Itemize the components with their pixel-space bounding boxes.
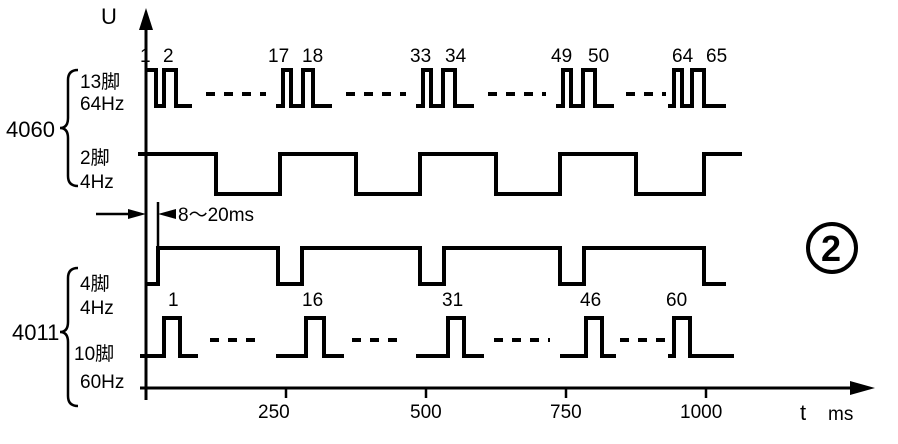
pulse13-label-50: 50 bbox=[588, 46, 609, 67]
pin10-freq: 60Hz bbox=[80, 372, 124, 393]
pin4-freq: 4Hz bbox=[80, 298, 114, 319]
pin4-name: 4脚 bbox=[80, 273, 110, 295]
y-axis-label: U bbox=[101, 4, 117, 29]
x-axis-arrow-icon bbox=[850, 381, 875, 395]
x-tick-label-500: 500 bbox=[410, 402, 442, 423]
pulse13-label-65: 65 bbox=[706, 46, 727, 67]
pulse10-label-31: 31 bbox=[442, 290, 463, 311]
delay-arrow-right-icon bbox=[158, 209, 176, 219]
y-axis-arrow-icon bbox=[139, 8, 153, 30]
group-4060-label: 4060 bbox=[6, 117, 55, 142]
pin13-freq: 64Hz bbox=[80, 94, 124, 115]
pin10-name: 10脚 bbox=[74, 343, 114, 365]
figure-number-circle bbox=[806, 222, 858, 274]
pulse13-label-18: 18 bbox=[302, 46, 323, 67]
wave-pin10-group3 bbox=[416, 316, 484, 358]
x-tick-label-1000: 1000 bbox=[680, 402, 722, 423]
wave-pin13-group2 bbox=[276, 68, 332, 108]
wave-pin4 bbox=[146, 246, 726, 286]
wave-pin13-group1 bbox=[146, 68, 192, 108]
brace-4011 bbox=[59, 266, 79, 408]
pin13-name: 13脚 bbox=[80, 71, 120, 93]
x-axis-label: t bbox=[800, 400, 806, 425]
pulse13-label-2: 2 bbox=[163, 46, 174, 67]
wave-pin10-group1 bbox=[140, 316, 198, 358]
pulse13-label-33: 33 bbox=[410, 46, 431, 67]
pulse13-label-1: 1 bbox=[140, 46, 151, 67]
wave-pin2 bbox=[138, 152, 742, 196]
wave-pin10-group4 bbox=[560, 316, 616, 358]
pulse10-label-16: 16 bbox=[302, 290, 323, 311]
pulse10-label-46: 46 bbox=[580, 290, 601, 311]
pulse13-label-34: 34 bbox=[445, 46, 467, 67]
pulse13-label-49: 49 bbox=[551, 46, 572, 67]
pin2-freq: 4Hz bbox=[80, 172, 114, 193]
x-tick-label-250: 250 bbox=[258, 402, 290, 423]
x-axis-unit: ms bbox=[828, 404, 853, 425]
pulse10-label-60: 60 bbox=[666, 290, 687, 311]
x-tick-label-750: 750 bbox=[550, 402, 582, 423]
wave-pin13-group5 bbox=[668, 68, 726, 108]
wave-pin13-group4 bbox=[556, 68, 614, 108]
pulse13-label-64: 64 bbox=[672, 46, 694, 67]
wave-pin10-group2 bbox=[276, 316, 344, 358]
delay-arrow-left-icon bbox=[128, 209, 146, 219]
group-4011-label: 4011 bbox=[12, 320, 59, 345]
figure-number: 2 bbox=[821, 228, 841, 269]
pulse13-label-17: 17 bbox=[268, 46, 289, 67]
brace-4060 bbox=[59, 68, 79, 188]
wave-pin13-group3 bbox=[416, 68, 474, 108]
wave-pin10-group5 bbox=[668, 316, 734, 358]
delay-label: 8～20ms bbox=[178, 205, 254, 226]
pin2-name: 2脚 bbox=[80, 147, 110, 169]
pulse10-label-1: 1 bbox=[168, 290, 179, 311]
